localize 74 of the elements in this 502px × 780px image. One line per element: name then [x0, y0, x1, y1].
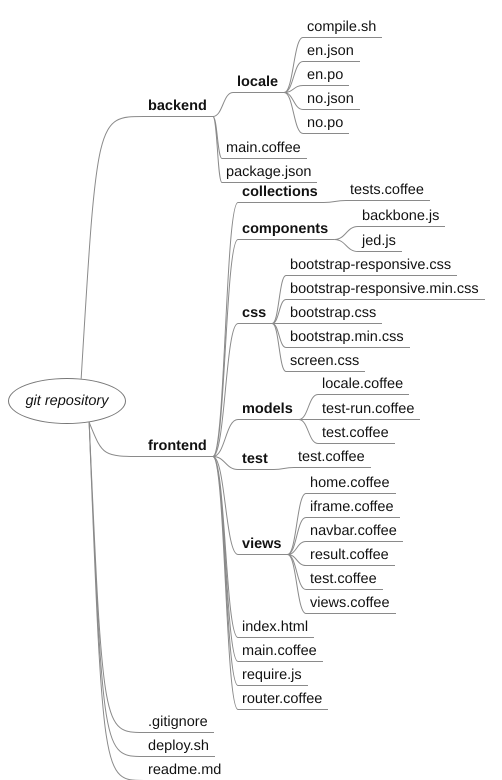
branch-line	[272, 275, 286, 324]
branch-line	[287, 493, 306, 555]
file-label: home.coffee	[306, 473, 396, 494]
branch-line	[287, 554, 306, 614]
file-label: backbone.js	[358, 206, 446, 227]
file-label: bootstrap.css	[286, 303, 382, 324]
file-label: jed.js	[358, 231, 402, 252]
folder-label: frontend	[144, 436, 213, 457]
file-label: package.json	[222, 162, 318, 183]
file-label: tests.coffee	[346, 180, 430, 201]
branch-line	[272, 323, 286, 324]
file-label: main.coffee	[238, 641, 323, 662]
file-label: readme.md	[144, 760, 228, 780]
branch-line	[272, 323, 286, 372]
file-label: result.coffee	[306, 545, 395, 566]
branch-line	[212, 419, 238, 457]
file-label: bootstrap-responsive.css	[286, 255, 458, 276]
file-label: locale.coffee	[318, 374, 410, 395]
branch-line	[284, 85, 304, 93]
file-label: en.po	[303, 65, 350, 86]
folder-label: collections	[238, 182, 324, 203]
branch-line	[273, 467, 294, 470]
file-label: test.coffee	[306, 569, 383, 590]
branch-line	[212, 323, 238, 457]
branch-line	[284, 92, 304, 134]
branch-line	[212, 456, 238, 470]
branch-line	[323, 200, 346, 203]
file-label: navbar.coffee	[306, 521, 403, 542]
branch-line	[287, 541, 306, 555]
folder-label: test	[238, 449, 274, 470]
file-label: test.coffee	[318, 423, 395, 444]
file-label: bootstrap-responsive.min.css	[286, 279, 485, 300]
branch-line	[287, 554, 306, 566]
branch-line	[287, 517, 306, 555]
branch-line	[298, 394, 318, 420]
branch-line	[212, 116, 222, 159]
file-label: main.coffee	[222, 138, 307, 159]
file-label: no.json	[303, 89, 360, 110]
branch-line	[334, 239, 358, 252]
folder-label: backend	[144, 96, 213, 117]
branch-line	[212, 456, 238, 555]
branch-line	[212, 92, 234, 117]
branch-line	[298, 419, 318, 444]
file-label: router.coffee	[238, 689, 328, 710]
branch-line	[80, 116, 144, 380]
branch-line	[272, 323, 286, 348]
branch-line	[298, 419, 318, 420]
file-label: compile.sh	[303, 17, 382, 38]
branch-line	[272, 299, 286, 324]
folder-label: components	[238, 219, 334, 240]
branch-line	[88, 422, 144, 457]
folder-label: views	[238, 534, 288, 555]
file-label: test.coffee	[294, 447, 371, 468]
branch-line	[287, 554, 306, 590]
folder-label: css	[238, 303, 272, 324]
branch-line	[334, 226, 358, 240]
folder-label: models	[238, 399, 299, 420]
file-label: .gitignore	[144, 712, 214, 733]
branch-line	[212, 116, 222, 183]
folder-label: locale	[233, 72, 284, 93]
branch-line	[284, 92, 304, 110]
file-label: bootstrap.min.css	[286, 327, 410, 348]
root-ellipse: git repository	[8, 378, 126, 424]
file-label: deploy.sh	[144, 736, 215, 757]
branch-line	[284, 61, 304, 93]
file-label: screen.css	[286, 351, 366, 372]
file-label: no.po	[303, 113, 350, 134]
file-label: test-run.coffee	[318, 399, 420, 420]
file-label: iframe.coffee	[306, 497, 400, 518]
file-label: views.coffee	[306, 593, 396, 614]
file-label: require.js	[238, 665, 308, 686]
branch-line	[284, 37, 304, 93]
file-label: index.html	[238, 617, 314, 638]
file-label: en.json	[303, 41, 360, 62]
